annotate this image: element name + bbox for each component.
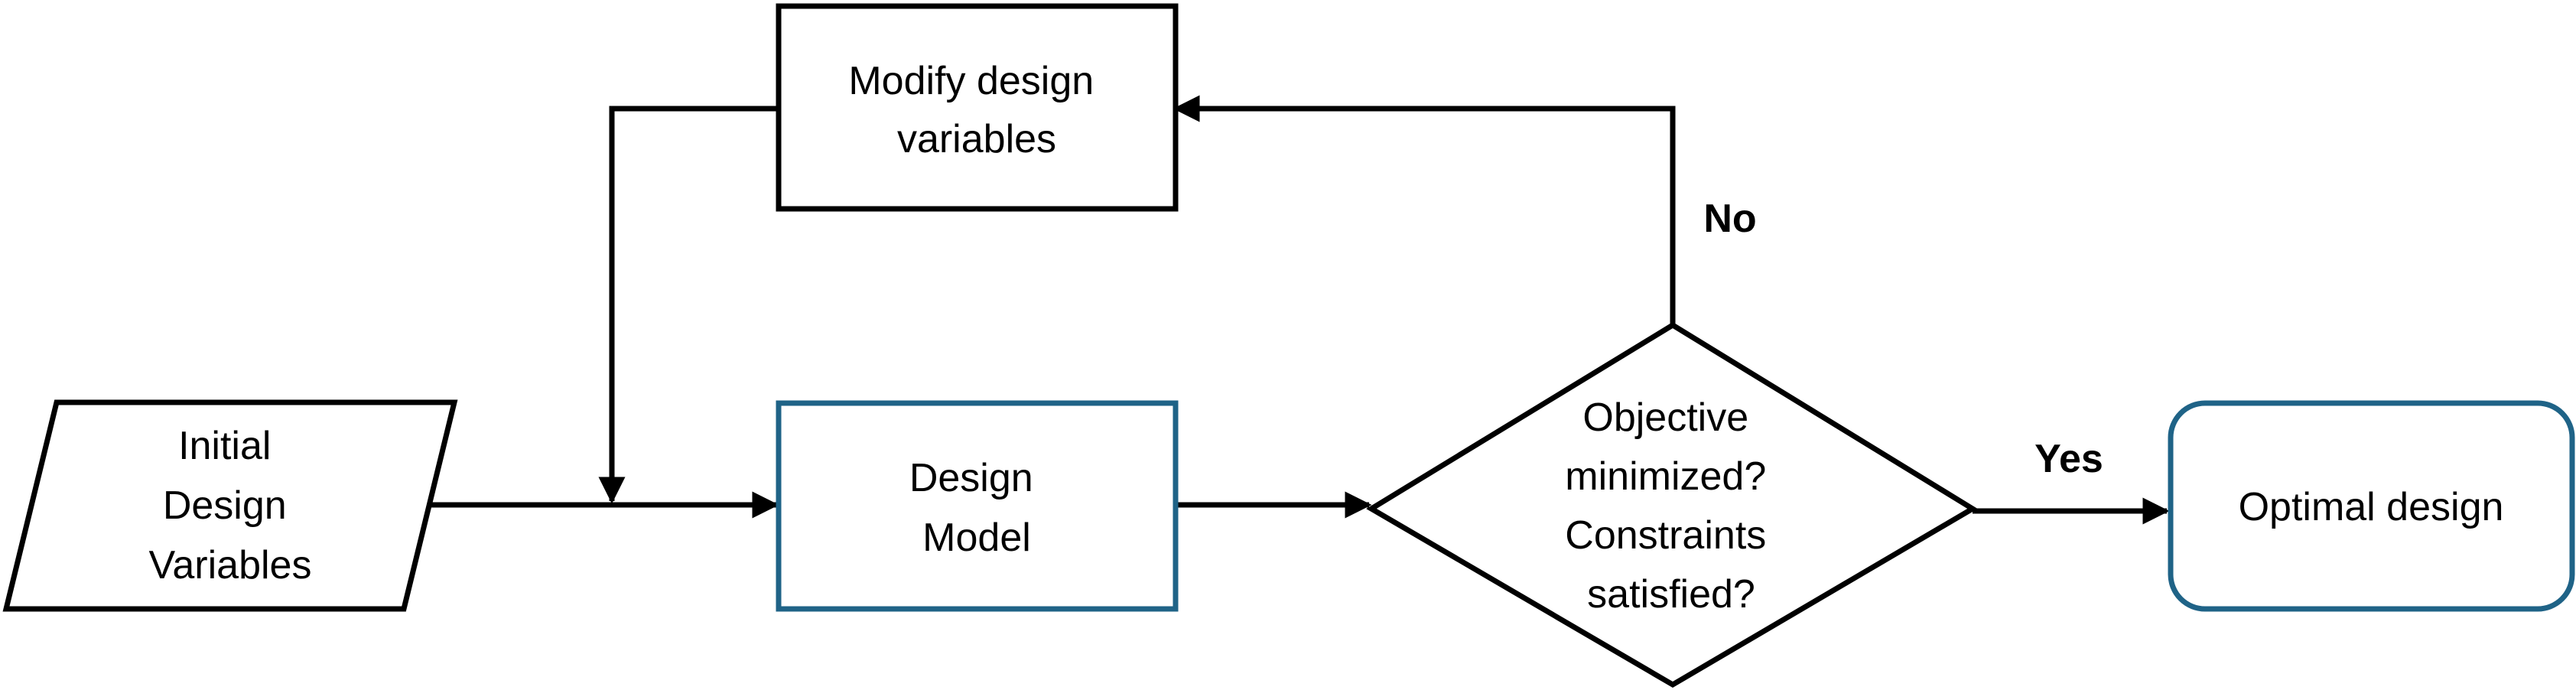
no-edge-label: No — [1703, 197, 1756, 241]
connectors — [428, 95, 2170, 525]
initial-design-variables-parallelogram — [2, 399, 458, 612]
design-model-label: Design Model — [909, 456, 1044, 560]
decision-label: Objective minimized? Constraints satisfi… — [1565, 395, 1777, 617]
arrow-decision-no-to-modify — [1173, 95, 1676, 325]
design-model-box — [776, 400, 1179, 612]
modify-design-variables-label: Modify design variables — [848, 59, 1104, 161]
optimal-design-label: Optimal design — [2239, 485, 2504, 529]
optimal-design-box — [2168, 400, 2575, 612]
decision-diamond — [1366, 321, 1978, 688]
yes-edge-label: Yes — [2034, 437, 2103, 481]
initial-design-variables-label: Initial Design Variables — [149, 424, 312, 587]
arrow-modify-to-merge — [598, 106, 776, 504]
modify-design-variables-box — [776, 3, 1179, 212]
